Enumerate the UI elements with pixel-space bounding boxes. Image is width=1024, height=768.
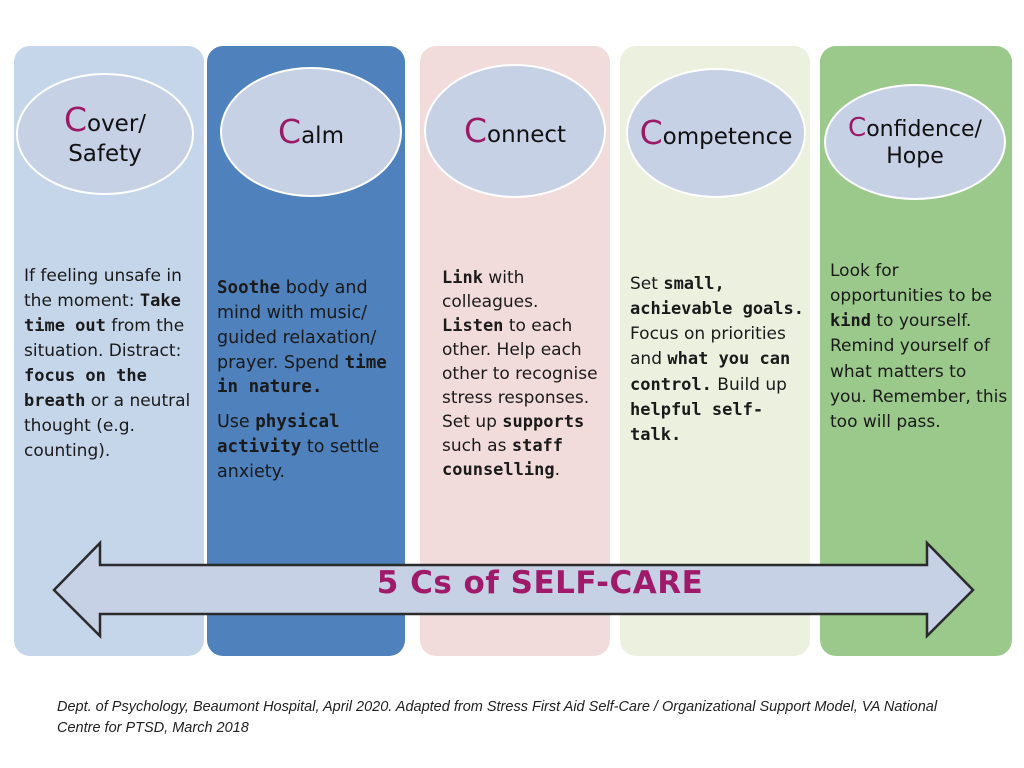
body-text-segment: to yourself. Remind yourself of what mat… [830,311,1008,432]
heading-initial: C [848,112,867,143]
emphasis-text: Soothe [217,278,281,298]
heading-initial: C [278,111,302,151]
heading-initial: C [63,99,87,139]
body-text-segment: such as [442,435,512,456]
confidence-hope-text: Look for opportunities to be kind to you… [830,259,1008,435]
heading-initial: C [639,112,663,152]
heading-rest: over/ [87,110,147,137]
heading-rest: onnect [487,121,567,148]
emphasis-text: focus on the breath [24,365,147,411]
body-text-segment: with colleagues. [442,268,539,312]
competence-heading: Competence [626,68,806,198]
arrow-shape [52,539,975,640]
emphasis-text: helpful self-talk. [630,399,764,445]
cover-safety-heading: Cover/ Safety [16,73,194,195]
body-text-segment: or a neutral thought (e.g. counting). [24,390,191,461]
calm-text: Soothe body and mind with music/ guided … [217,276,405,485]
body-text-segment: Look for opportunities to be [830,261,993,307]
heading-initial: C [463,110,487,150]
body-text-segment: Build up [711,374,787,395]
body-text-segment: to settle anxiety. [217,437,380,482]
emphasis-text: supports [502,411,585,432]
body-text-segment: from the situation. Distract: [24,315,185,361]
emphasis-text: physical activity [217,412,340,458]
arrow-label: 5 Cs of SELF-CARE [376,565,704,601]
body-text-segment: to each other. Help each other to recogn… [442,315,598,432]
connect-heading: Connect [424,64,606,198]
heading-rest: ompetence [662,123,793,150]
body-text-segment: Focus on priorities and [630,324,786,370]
cover-safety-text: If feeling unsafe in the moment: Take ti… [24,264,204,464]
emphasis-text: what you can control. [630,349,791,395]
body-text-segment: Use [217,412,256,433]
body-text-segment: body and mind with music/ guided relaxat… [217,278,377,373]
emphasis-text: kind [830,311,871,332]
calm-heading: Calm [220,67,402,197]
emphasis-text: time in nature. [217,352,387,398]
emphasis-text: Listen [442,315,504,336]
heading-line-2: Safety [68,141,142,168]
body-text-segment: . [554,459,560,480]
heading-rest: alm [301,122,344,149]
heading-rest: onfidence/ [866,116,982,142]
emphasis-text: small, achievable goals. [630,274,804,320]
emphasis-text: Take time out [24,290,181,336]
body-text-segment: Set [630,274,664,294]
source-citation: Dept. of Psychology, Beaumont Hospital, … [57,699,938,737]
heading-line-2: Hope [886,144,944,170]
emphasis-text: Link [442,268,483,288]
competence-text: Set small, achievable goals. Focus on pr… [630,272,806,448]
body-text-segment: If feeling unsafe in the moment: [24,266,182,311]
emphasis-text: staff counselling [442,435,564,480]
connect-text: Link with colleagues. Listen to each oth… [442,267,602,483]
confidence-hope-heading: Confidence/ Hope [824,84,1006,200]
